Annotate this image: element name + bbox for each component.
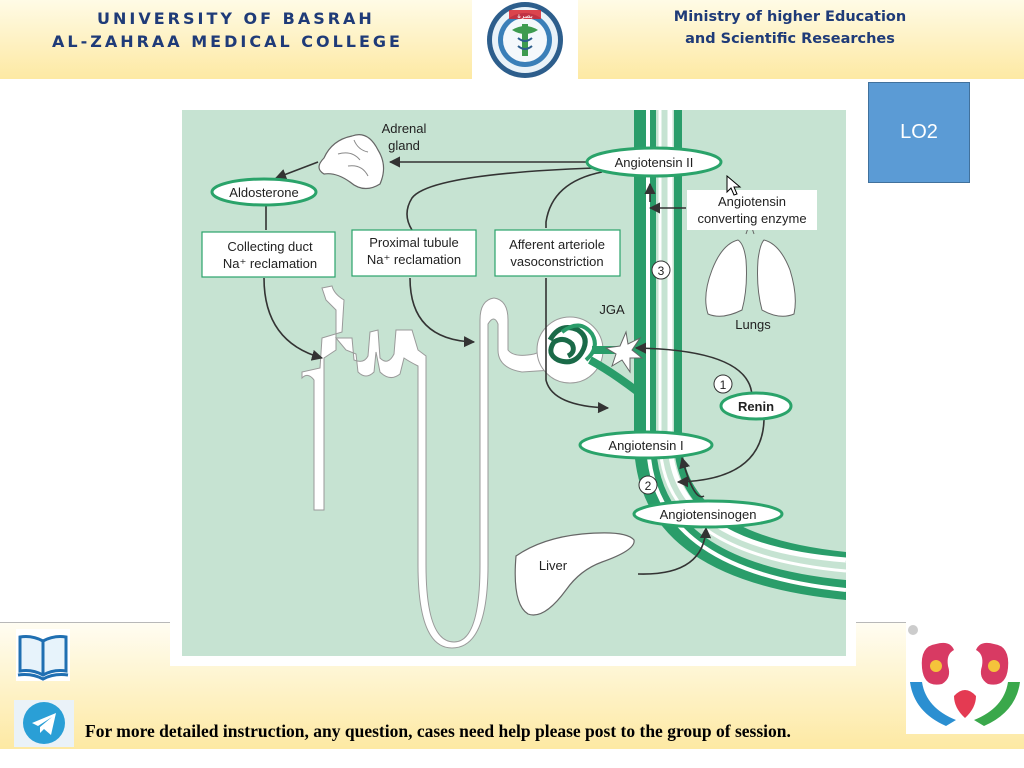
step-2-label: 2 <box>645 479 652 493</box>
collecting-duct-sublabel: Na⁺ reclamation <box>223 256 317 271</box>
telegram-icon[interactable] <box>14 700 74 747</box>
adrenal-gland-icon <box>318 134 385 190</box>
footer-instructions: For more detailed instruction, any quest… <box>85 721 791 741</box>
jga-star-icon <box>604 330 644 374</box>
pathway-arrows <box>263 156 765 575</box>
lungs-label: Lungs <box>735 317 771 332</box>
ace-sublabel: converting enzyme <box>697 211 806 226</box>
step-2-marker: 2 <box>638 475 658 495</box>
ace-box: Angiotensin converting enzyme <box>687 190 817 230</box>
proximal-tubule-box: Proximal tubule Na⁺ reclamation <box>351 229 477 277</box>
angiotensin-i-label: Angiotensin I <box>608 438 683 453</box>
seal-lettering: بصرة <box>517 12 533 20</box>
book-icon[interactable] <box>14 627 72 683</box>
step-3-marker: 3 <box>651 260 671 280</box>
ministry-line-2: and Scientific Researches <box>685 31 895 47</box>
angiotensinogen-pill: Angiotensinogen <box>632 499 784 529</box>
header-right-panel <box>578 0 1024 79</box>
jga-label: JGA <box>599 302 625 317</box>
liver-icon <box>514 532 635 616</box>
university-name: UNIVERSITY OF BASRAH <box>97 9 375 28</box>
college-name: AL-ZAHRAA MEDICAL COLLEGE <box>52 32 403 51</box>
glomerulus <box>536 316 641 396</box>
header: UNIVERSITY OF BASRAH AL-ZAHRAA MEDICAL C… <box>0 0 1024 79</box>
collecting-duct-label: Collecting duct <box>227 239 313 254</box>
angiotensin-i-pill: Angiotensin I <box>578 430 714 460</box>
proximal-tubule-label: Proximal tubule <box>369 235 459 250</box>
ace-label: Angiotensin <box>718 194 786 209</box>
ministry-line-1: Ministry of higher Education <box>673 9 907 25</box>
university-seal-icon: بصرة <box>472 0 578 79</box>
renin-pill: Renin <box>719 391 793 421</box>
aldosterone-label: Aldosterone <box>229 185 298 200</box>
afferent-arteriole-label: Afferent arteriole <box>509 237 605 252</box>
mouse-pointer-icon <box>726 175 742 196</box>
header-left-panel: UNIVERSITY OF BASRAH AL-ZAHRAA MEDICAL C… <box>0 0 472 79</box>
proximal-tubule-sublabel: Na⁺ reclamation <box>367 252 461 267</box>
kidney-hands-logo-icon <box>906 622 1024 734</box>
angiotensin-ii-label: Angiotensin II <box>615 155 694 170</box>
raas-diagram: Angiotensin II Aldosterone Renin Angiote… <box>182 110 846 656</box>
afferent-arteriole-sublabel: vasoconstriction <box>510 254 603 269</box>
step-3-label: 3 <box>658 264 665 278</box>
angiotensinogen-label: Angiotensinogen <box>660 507 757 522</box>
lo2-badge[interactable]: LO2 <box>868 82 970 183</box>
aldosterone-pill: Aldosterone <box>210 177 318 207</box>
renin-label: Renin <box>738 399 774 414</box>
ministry-name: Ministry of higher Education and Scienti… <box>598 6 982 50</box>
angiotensin-ii-pill: Angiotensin II <box>585 146 723 178</box>
afferent-arteriole-box: Afferent arteriole vasoconstriction <box>494 229 621 277</box>
step-1-label: 1 <box>720 378 727 392</box>
step-1-marker: 1 <box>713 374 733 394</box>
liver-label: Liver <box>539 558 568 573</box>
collecting-duct-box: Collecting duct Na⁺ reclamation <box>201 231 336 278</box>
adrenal-sublabel: gland <box>388 138 420 153</box>
adrenal-label: Adrenal <box>382 121 427 136</box>
